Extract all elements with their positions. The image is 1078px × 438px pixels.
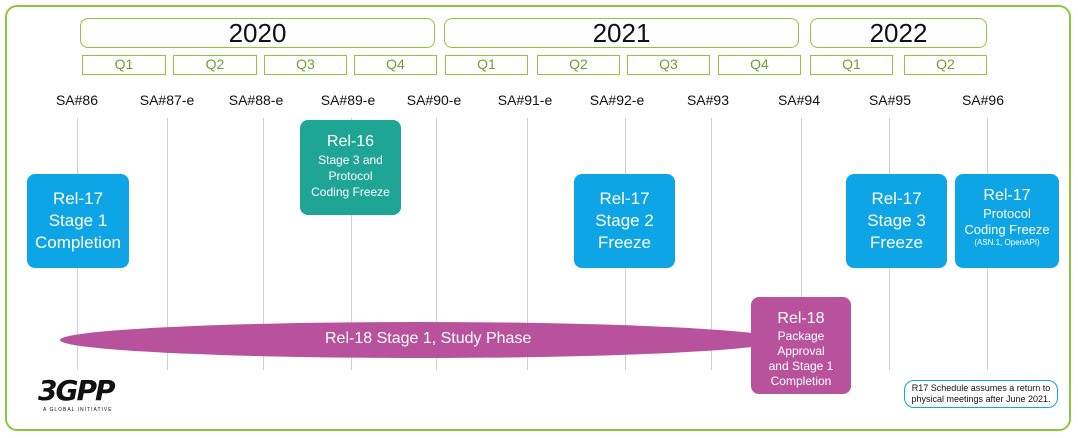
milestone-rel18-package: Rel-18 Package Approval and Stage 1 Comp… [751, 297, 851, 394]
milestone-line: Rel-17 [52, 189, 104, 208]
meeting-guide-line [263, 118, 264, 370]
milestone-rel17-stage3: Rel-17 Stage 3 Freeze [846, 174, 947, 268]
milestone-line: Stage 3 and [318, 153, 383, 167]
milestone-line: Completion [35, 233, 121, 252]
milestone-line: (ASN.1, OpenAPI) [974, 238, 1040, 247]
milestone-line: Approval [777, 344, 825, 358]
year-2022: 2022 [810, 18, 987, 48]
meeting-label: SA#90-e [406, 92, 462, 108]
quarter-2022-q2: Q2 [904, 55, 987, 75]
milestone-line: Stage 3 [867, 211, 926, 230]
3gpp-logo: 3GPP A GLOBAL INITIATIVE [38, 374, 118, 414]
quarter-2020-q2: Q2 [173, 55, 257, 75]
milestone-line: Rel-17 [871, 189, 922, 208]
logo-subtitle: A GLOBAL INITIATIVE [43, 407, 113, 413]
milestone-line: Freeze [870, 233, 923, 252]
milestone-line: and Stage 1 [768, 359, 834, 373]
year-2021: 2021 [444, 18, 799, 48]
milestone-rel17-protocol: Rel-17 Protocol Coding Freeze (ASN.1, Op… [955, 174, 1059, 268]
milestone-line: Coding Freeze [964, 222, 1050, 237]
milestone-line: Rel-17 [983, 187, 1031, 204]
meeting-label: SA#88-e [228, 92, 284, 108]
milestone-line: Stage 1 [48, 211, 108, 230]
quarter-2020-q1: Q1 [82, 55, 166, 75]
meeting-guide-line [711, 118, 712, 370]
milestone-line: Rel-16 [326, 133, 375, 150]
meeting-label: SA#91-e [497, 92, 553, 108]
quarter-2021-q3: Q3 [627, 55, 710, 75]
meeting-guide-line [527, 118, 528, 370]
meeting-guide-line [801, 118, 802, 370]
meeting-label: SA#87-e [139, 92, 195, 108]
milestone-line: Freeze [598, 233, 651, 252]
milestone-rel17-stage1: Rel-17 Stage 1 Completion [27, 174, 129, 268]
note-line: physical meetings after June 2021. [911, 394, 1051, 404]
milestone-line: Coding Freeze [311, 185, 390, 199]
schedule-note: R17 Schedule assumes a return to physica… [904, 380, 1058, 408]
meeting-label: SA#86 [55, 92, 99, 108]
milestone-line: Completion [770, 374, 832, 388]
meeting-label: SA#96 [961, 92, 1005, 108]
meeting-guide-line [167, 118, 168, 370]
milestone-rel16-stage3: Rel-16 Stage 3 and Protocol Coding Freez… [300, 120, 401, 215]
quarter-2021-q4: Q4 [718, 55, 801, 75]
study-phase-label: Rel-18 Stage 1, Study Phase [325, 330, 532, 347]
meeting-label: SA#95 [868, 92, 912, 108]
milestone-line: Protocol [983, 206, 1031, 221]
milestone-line: Stage 2 [595, 211, 654, 230]
quarter-2020-q3: Q3 [264, 55, 347, 75]
quarter-2021-q1: Q1 [445, 55, 528, 75]
meeting-guide-line [351, 118, 352, 370]
milestone-line: Package [777, 329, 825, 343]
meeting-label: SA#89-e [320, 92, 376, 108]
meeting-guide-line [436, 118, 437, 370]
milestone-line: Rel-18 [777, 310, 825, 327]
year-2020: 2020 [80, 18, 435, 48]
milestone-line: Protocol [328, 169, 373, 183]
quarter-2021-q2: Q2 [537, 55, 620, 75]
meeting-label: SA#92-e [589, 92, 645, 108]
study-phase-bar [60, 322, 780, 358]
meeting-label: SA#94 [777, 92, 821, 108]
quarter-2020-q4: Q4 [354, 55, 437, 75]
milestone-rel17-stage2: Rel-17 Stage 2 Freeze [574, 174, 675, 268]
diagram-border [5, 5, 1071, 431]
meeting-label: SA#93 [686, 92, 730, 108]
logo-text: 3GPP [38, 374, 116, 407]
note-line: R17 Schedule assumes a return to [911, 383, 1051, 393]
milestone-line: Rel-17 [599, 189, 650, 208]
quarter-2022-q1: Q1 [810, 55, 893, 75]
